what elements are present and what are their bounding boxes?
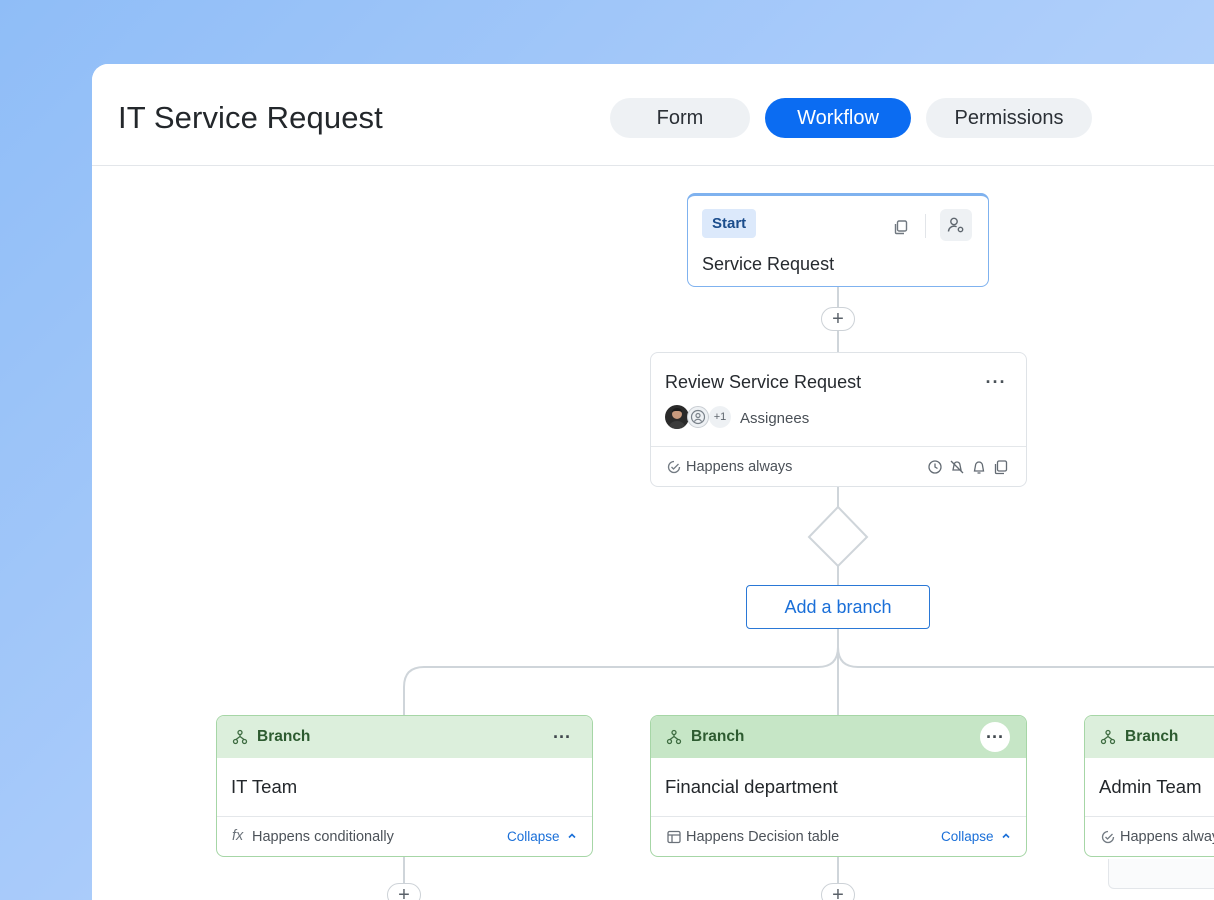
branch-label: Branch bbox=[1125, 728, 1179, 745]
chevron-up-icon[interactable] bbox=[999, 829, 1013, 843]
review-node-card[interactable]: Review Service Request ··· +1 Assignees … bbox=[650, 352, 1027, 487]
decision-diamond bbox=[807, 505, 869, 568]
app-window: IT Service Request Form Workflow Permiss… bbox=[92, 64, 1214, 900]
copy-icon[interactable] bbox=[890, 216, 912, 238]
header: IT Service Request Form Workflow Permiss… bbox=[92, 64, 1214, 166]
branch-icon bbox=[1099, 728, 1117, 746]
add-step-button[interactable]: + bbox=[821, 883, 855, 900]
check-circle-icon bbox=[665, 458, 683, 476]
overlay-panel bbox=[1108, 859, 1214, 889]
bell-icon[interactable] bbox=[970, 458, 988, 476]
branch-card-financial-department[interactable]: Branch ··· Financial department Happens … bbox=[650, 715, 1027, 857]
branch-header: Branch ··· bbox=[651, 716, 1026, 758]
branch-card-it-team[interactable]: Branch ··· IT Team fx Happens conditiona… bbox=[216, 715, 593, 857]
tab-form[interactable]: Form bbox=[610, 98, 750, 138]
branch-title: Admin Team bbox=[1099, 776, 1202, 797]
start-badge: Start bbox=[702, 209, 757, 238]
workflow-canvas[interactable]: Start Service Request + Review Service R… bbox=[92, 167, 1214, 900]
function-icon: fx bbox=[232, 828, 244, 844]
collapse-link[interactable]: Collapse bbox=[941, 829, 994, 844]
user-settings-icon[interactable] bbox=[940, 209, 972, 241]
add-step-button[interactable]: + bbox=[387, 883, 421, 900]
review-node-title: Review Service Request bbox=[665, 372, 862, 392]
tab-permissions[interactable]: Permissions bbox=[926, 98, 1092, 138]
add-step-button[interactable]: + bbox=[821, 307, 855, 331]
divider bbox=[217, 816, 592, 817]
branch-condition: Happens Decision table bbox=[686, 829, 840, 845]
branch-label: Branch bbox=[257, 728, 311, 745]
branch-title: Financial department bbox=[665, 776, 838, 797]
copy-icon[interactable] bbox=[992, 458, 1010, 476]
add-branch-button[interactable]: Add a branch bbox=[746, 585, 930, 629]
page-title: IT Service Request bbox=[118, 100, 383, 135]
plus-icon: + bbox=[832, 884, 844, 900]
divider bbox=[651, 446, 1026, 447]
more-options-icon[interactable]: ··· bbox=[985, 371, 1007, 392]
divider bbox=[651, 816, 1026, 817]
plus-icon: + bbox=[832, 308, 844, 330]
start-node-card[interactable]: Start Service Request bbox=[687, 193, 989, 287]
separator bbox=[925, 214, 926, 238]
divider bbox=[1085, 816, 1214, 817]
branch-icon bbox=[665, 728, 683, 746]
more-options-icon[interactable]: ··· bbox=[553, 726, 571, 747]
branch-card-admin-team[interactable]: Branch Admin Team Happens always bbox=[1084, 715, 1214, 857]
start-node-title: Service Request bbox=[702, 254, 835, 274]
extra-assignees-count: +1 bbox=[709, 406, 731, 428]
bell-off-icon[interactable] bbox=[948, 458, 966, 476]
check-circle-icon bbox=[1099, 828, 1117, 846]
branch-icon bbox=[231, 728, 249, 746]
user-placeholder-icon bbox=[687, 406, 709, 428]
table-icon bbox=[665, 828, 683, 846]
clock-icon[interactable] bbox=[926, 458, 944, 476]
branch-header: Branch ··· bbox=[217, 716, 592, 758]
connector-lines bbox=[403, 285, 1214, 900]
assignees-label[interactable]: Assignees bbox=[740, 410, 810, 427]
avatar bbox=[665, 405, 689, 429]
branch-condition: Happens conditionally bbox=[252, 829, 394, 845]
collapse-link[interactable]: Collapse bbox=[507, 829, 560, 844]
review-condition: Happens always bbox=[686, 459, 793, 475]
branch-title: IT Team bbox=[231, 776, 298, 797]
branch-label: Branch bbox=[691, 728, 745, 745]
chevron-up-icon[interactable] bbox=[565, 829, 579, 843]
branch-condition: Happens always bbox=[1120, 829, 1214, 845]
plus-icon: + bbox=[398, 884, 410, 900]
branch-header: Branch bbox=[1085, 716, 1214, 758]
more-options-icon[interactable]: ··· bbox=[980, 722, 1010, 752]
tab-workflow[interactable]: Workflow bbox=[765, 98, 911, 138]
